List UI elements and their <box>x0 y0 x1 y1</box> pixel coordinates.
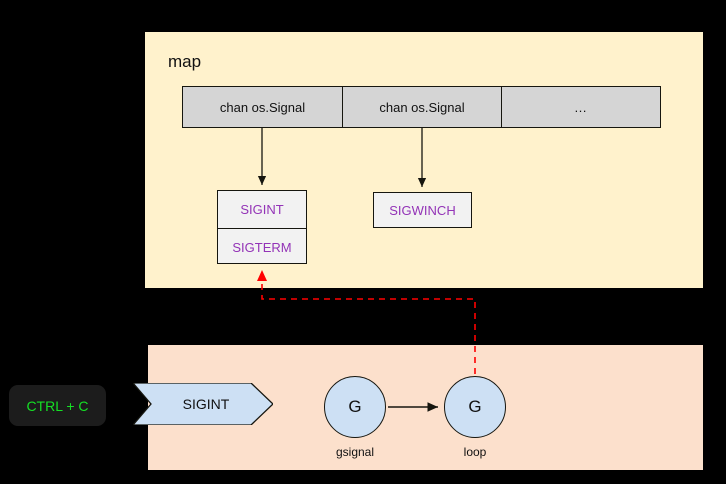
goroutine-loop: G <box>444 376 506 438</box>
goroutine-caption-loop: loop <box>463 445 487 459</box>
map-panel-title: map <box>168 52 202 71</box>
signal-label-sigwinch: SIGWINCH <box>389 202 456 218</box>
channel-cell-overflow: … <box>501 87 660 127</box>
sigint-chevron-label: SIGINT <box>182 396 230 412</box>
channel-cell: chan os.Signal <box>183 87 342 127</box>
goroutine-caption-gsignal: gsignal <box>335 445 375 459</box>
sigint-chevron-shape <box>133 383 273 425</box>
goroutine-gsignal: G <box>324 376 386 438</box>
terminal-key-badge: CTRL + C <box>9 385 106 426</box>
signal-label-sigterm: SIGTERM <box>218 228 306 265</box>
signal-label-sigint: SIGINT <box>240 202 284 217</box>
channel-cell: chan os.Signal <box>342 87 501 127</box>
signal-set-sigint: SIGINT SIGTERM <box>217 190 307 264</box>
signal-set-sigwinch: SIGWINCH <box>373 192 472 228</box>
channel-table: chan os.Signal chan os.Signal … <box>182 86 661 128</box>
